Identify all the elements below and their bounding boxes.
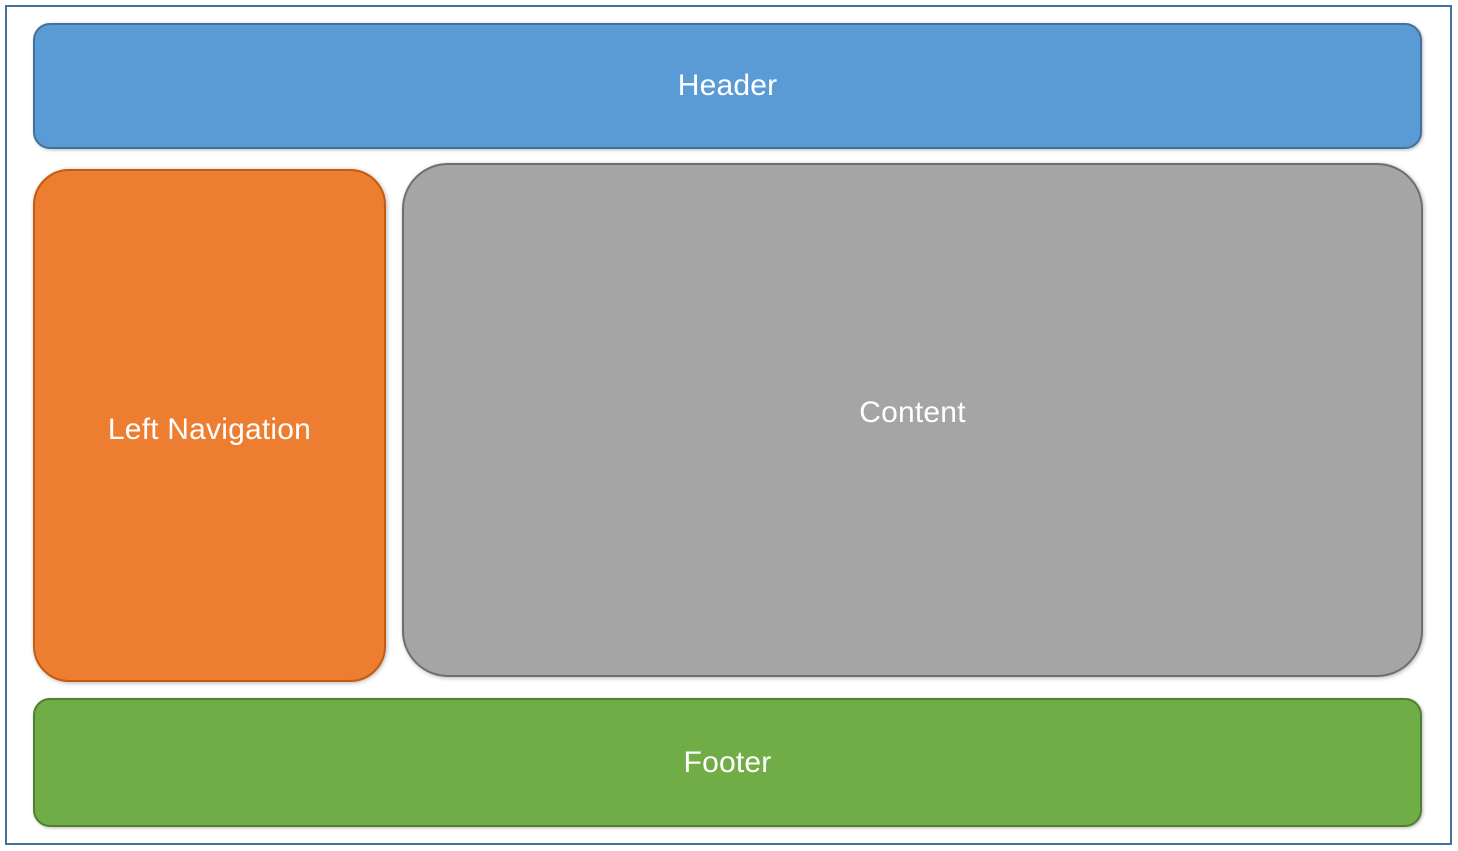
left-navigation-region[interactable]: Left Navigation: [33, 169, 386, 682]
header-region[interactable]: Header: [33, 23, 1422, 149]
outer-frame: [5, 5, 1452, 845]
left-navigation-region-label: Left Navigation: [107, 412, 312, 446]
content-region-label: Content: [859, 396, 966, 429]
footer-region-label: Footer: [683, 745, 772, 779]
content-region[interactable]: Content: [402, 163, 1423, 677]
header-region-label: Header: [677, 69, 778, 102]
footer-region[interactable]: Footer: [33, 698, 1422, 827]
